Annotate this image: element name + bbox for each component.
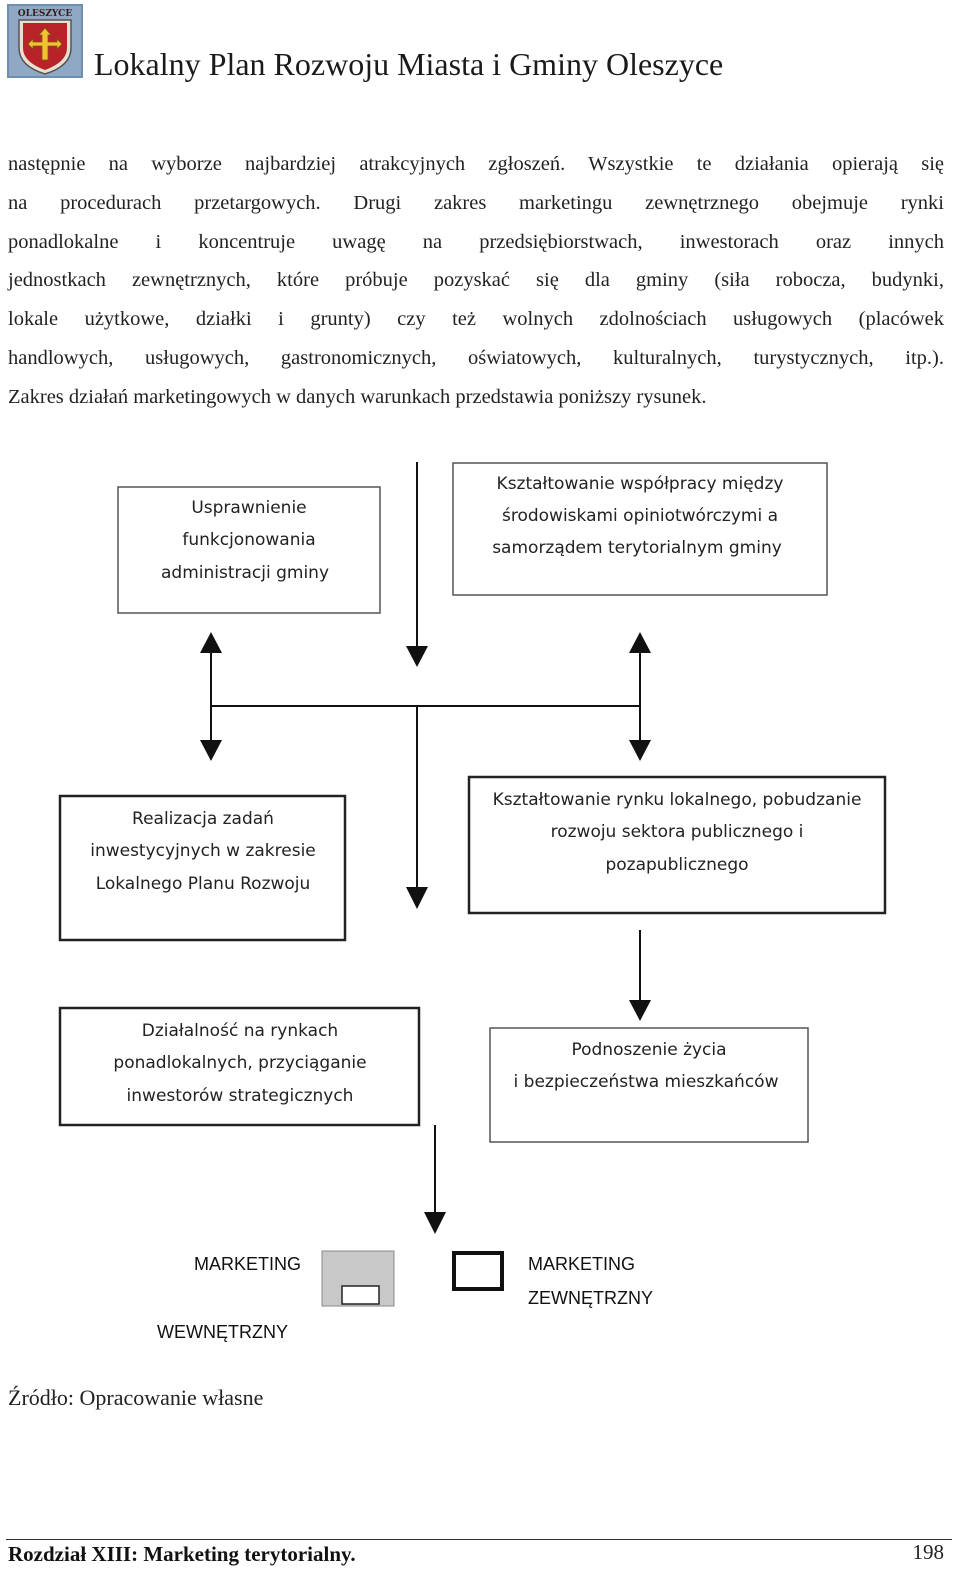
- page-number: 198: [912, 1540, 945, 1564]
- arrow-market-to-life: [629, 930, 651, 1021]
- legend-external-marketing: MARKETING ZEWNĘTRZNY: [452, 1251, 653, 1308]
- body-line: następnie na wyborze najbardziej atrakcy…: [8, 153, 944, 175]
- arrow-down-icon: [406, 646, 428, 667]
- body-line: handlowych, usługowych, gastronomicznych…: [8, 346, 944, 369]
- body-line: ponadlokalne i koncentruje uwagę na prze…: [8, 230, 944, 253]
- box-administration-line: funkcjonowania: [182, 530, 315, 550]
- box-supralocal-markets-line: inwestorów strategicznych: [127, 1086, 354, 1106]
- logo-text: OLESZYCE: [18, 9, 73, 19]
- oleszyce-coat-of-arms-logo: OLESZYCE: [7, 4, 83, 78]
- legend-external-label-1: MARKETING: [528, 1254, 635, 1274]
- box-administration-line: administracji gminy: [161, 563, 329, 583]
- box-administration: Usprawnienie funkcjonowania administracj…: [117, 486, 381, 614]
- arrow-down-icon: [200, 740, 222, 761]
- box-local-market-line: rozwoju sektora publicznego i: [551, 822, 804, 842]
- box-investment-tasks: Realizacja zadań inwestycyjnych w zakres…: [58, 794, 347, 942]
- box-local-market-line: pozapublicznego: [605, 855, 748, 875]
- arrow-down-icon: [424, 1212, 446, 1234]
- arrow-down-icon: [629, 740, 651, 761]
- footer-chapter-title: Rozdział XIII: Marketing terytorialny.: [8, 1542, 356, 1566]
- box-quality-of-life: Podnoszenie życia i bezpieczeństwa miesz…: [489, 1027, 809, 1143]
- box-cooperation-line: środowiskami opiniotwórczymi a: [502, 506, 778, 526]
- document-header-title: Lokalny Plan Rozwoju Miasta i Gminy Oles…: [94, 46, 724, 82]
- central-arrow-line: [406, 462, 428, 909]
- box-cooperation-line: samorządem terytorialnym gminy: [492, 538, 782, 558]
- box-investment-tasks-line: Realizacja zadań: [132, 809, 274, 829]
- box-investment-tasks-line: Lokalnego Planu Rozwoju: [96, 874, 311, 894]
- box-investment-tasks-line: inwestycyjnych w zakresie: [90, 841, 316, 861]
- box-supralocal-markets: Działalność na rynkach ponadlokalnych, p…: [58, 1006, 421, 1127]
- box-local-market-line: Kształtowanie rynku lokalnego, pobudzani…: [493, 790, 862, 810]
- horizontal-connector: [200, 632, 651, 761]
- arrow-down-icon: [629, 1000, 651, 1021]
- legend-external-swatch: [452, 1251, 504, 1291]
- arrow-to-legend: [424, 1125, 446, 1234]
- box-quality-of-life-line: Podnoszenie życia: [571, 1040, 726, 1060]
- box-administration-line: Usprawnienie: [191, 498, 306, 518]
- arrow-down-icon: [406, 887, 428, 909]
- box-quality-of-life-line: i bezpieczeństwa mieszkańców: [514, 1072, 779, 1092]
- legend-external-label-2: ZEWNĘTRZNY: [528, 1288, 653, 1308]
- body-line: lokale użytkowe, działki i grunty) czy t…: [8, 308, 944, 331]
- footer-divider: [6, 1539, 952, 1540]
- legend-internal-label-2: WEWNĘTRZNY: [157, 1322, 288, 1342]
- arrow-up-icon: [200, 632, 222, 653]
- box-cooperation-line: Kształtowanie współpracy między: [497, 474, 784, 494]
- legend-internal-label-1: MARKETING: [194, 1254, 301, 1274]
- figure-source: Źródło: Opracowanie własne: [8, 1385, 264, 1410]
- box-cooperation: Kształtowanie współpracy między środowis…: [452, 462, 828, 596]
- body-paragraph: następnie na wyborze najbardziej atrakcy…: [8, 145, 944, 417]
- box-local-market: Kształtowanie rynku lokalnego, pobudzani…: [467, 775, 887, 915]
- body-line: na procedurach przetargowych. Drugi zakr…: [8, 191, 944, 214]
- body-line: Zakres działań marketingowych w danych w…: [8, 385, 707, 408]
- body-line: jednostkach zewnętrznych, które próbuje …: [8, 269, 944, 292]
- box-supralocal-markets-line: ponadlokalnych, przyciąganie: [113, 1053, 366, 1073]
- legend-internal-marketing: MARKETING WEWNĘTRZNY: [157, 1250, 395, 1342]
- box-supralocal-markets-line: Działalność na rynkach: [142, 1021, 338, 1041]
- arrow-up-icon: [629, 632, 651, 653]
